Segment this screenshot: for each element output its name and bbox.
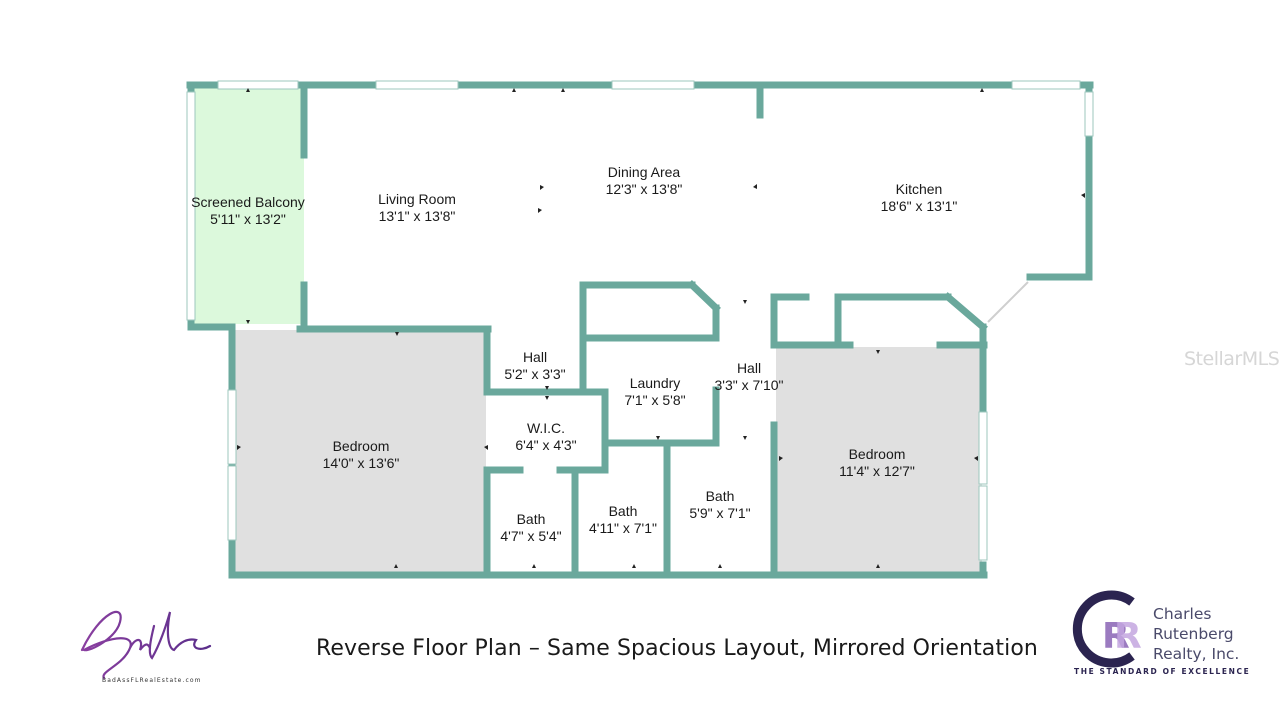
room-name: Bedroom bbox=[848, 446, 906, 462]
brokerage-name-line: Charles bbox=[1153, 605, 1212, 623]
room-dims: 11'4" x 12'7" bbox=[839, 463, 915, 479]
room-dims: 7'1" x 5'8" bbox=[624, 392, 686, 408]
brokerage-tagline: THE STANDARD OF EXCELLENCE bbox=[1074, 667, 1251, 676]
room-name: Screened Balcony bbox=[191, 194, 305, 210]
balcony-fill bbox=[192, 86, 304, 324]
bedroom-east-fill bbox=[776, 347, 982, 572]
room-name: Hall bbox=[736, 360, 762, 376]
room-label-hall-west: Hall 5'2" x 3'3" bbox=[504, 349, 565, 383]
room-label-dining-area: Dining Area 12'3" x 13'8" bbox=[606, 164, 683, 198]
windows bbox=[186, 80, 1094, 561]
room-label-wic: W.I.C. 6'4" x 4'3" bbox=[515, 420, 576, 454]
room-dims: 4'7" x 5'4" bbox=[500, 528, 562, 544]
room-dims: 14'0" x 13'6" bbox=[322, 455, 400, 471]
room-name: Dining Area bbox=[607, 164, 681, 180]
room-label-hall-east: Hall 3'3" x 7'10" bbox=[715, 360, 784, 394]
room-dims: 6'4" x 4'3" bbox=[515, 437, 577, 453]
svg-text:R: R bbox=[1102, 616, 1130, 657]
room-dims: 13'1" x 13'8" bbox=[378, 208, 456, 224]
room-name: Bedroom bbox=[332, 438, 390, 454]
room-dims: 5'9" x 7'1" bbox=[689, 505, 751, 521]
room-dims: 4'11" x 7'1" bbox=[589, 520, 657, 536]
caption: Reverse Floor Plan – Same Spacious Layou… bbox=[316, 636, 1038, 661]
brokerage-name: Charles Rutenberg Realty, Inc. bbox=[1153, 604, 1239, 664]
kitchen-door bbox=[987, 281, 1029, 323]
room-label-screened-balcony: Screened Balcony 5'11" x 13'2" bbox=[191, 194, 305, 228]
room-label-bedroom-east: Bedroom 11'4" x 12'7" bbox=[839, 446, 915, 480]
brokerage-name-line: Realty, Inc. bbox=[1153, 645, 1240, 663]
room-label-bath-1: Bath 4'7" x 5'4" bbox=[500, 511, 561, 545]
bedroom-west-fill bbox=[234, 330, 486, 572]
room-label-bath-3: Bath 5'9" x 7'1" bbox=[689, 488, 750, 522]
room-name: Hall bbox=[522, 349, 548, 365]
room-dims: 5'2" x 3'3" bbox=[504, 366, 566, 382]
room-name: Laundry bbox=[629, 375, 681, 391]
room-name: W.I.C. bbox=[526, 420, 566, 436]
room-label-kitchen: Kitchen 18'6" x 13'1" bbox=[881, 181, 958, 215]
svg-text:R: R bbox=[1114, 616, 1142, 657]
room-label-living-room: Living Room 13'1" x 13'8" bbox=[378, 191, 456, 225]
room-name: Living Room bbox=[378, 191, 456, 207]
room-label-bedroom-west: Bedroom 14'0" x 13'6" bbox=[323, 438, 400, 472]
brokerage-logo: R R bbox=[1072, 590, 1142, 668]
room-dims: 12'3" x 13'8" bbox=[605, 181, 683, 197]
room-name: Bath bbox=[608, 503, 638, 519]
watermark: StellarMLS bbox=[1184, 348, 1280, 370]
room-name: Bath bbox=[516, 511, 546, 527]
brokerage-name-line: Rutenberg bbox=[1153, 625, 1234, 643]
agent-website: BadAssFLRealEstate.com bbox=[102, 677, 202, 684]
room-dims: 18'6" x 13'1" bbox=[880, 198, 958, 214]
room-dims: 5'11" x 13'2" bbox=[210, 211, 286, 227]
room-dims: 3'3" x 7'10" bbox=[714, 377, 784, 393]
room-name: Kitchen bbox=[895, 181, 943, 197]
measurement-markers bbox=[237, 88, 1085, 568]
room-label-laundry: Laundry 7'1" x 5'8" bbox=[624, 375, 685, 409]
agent-signature-logo bbox=[80, 610, 212, 680]
room-name: Bath bbox=[705, 488, 735, 504]
room-label-bath-2: Bath 4'11" x 7'1" bbox=[589, 503, 657, 537]
